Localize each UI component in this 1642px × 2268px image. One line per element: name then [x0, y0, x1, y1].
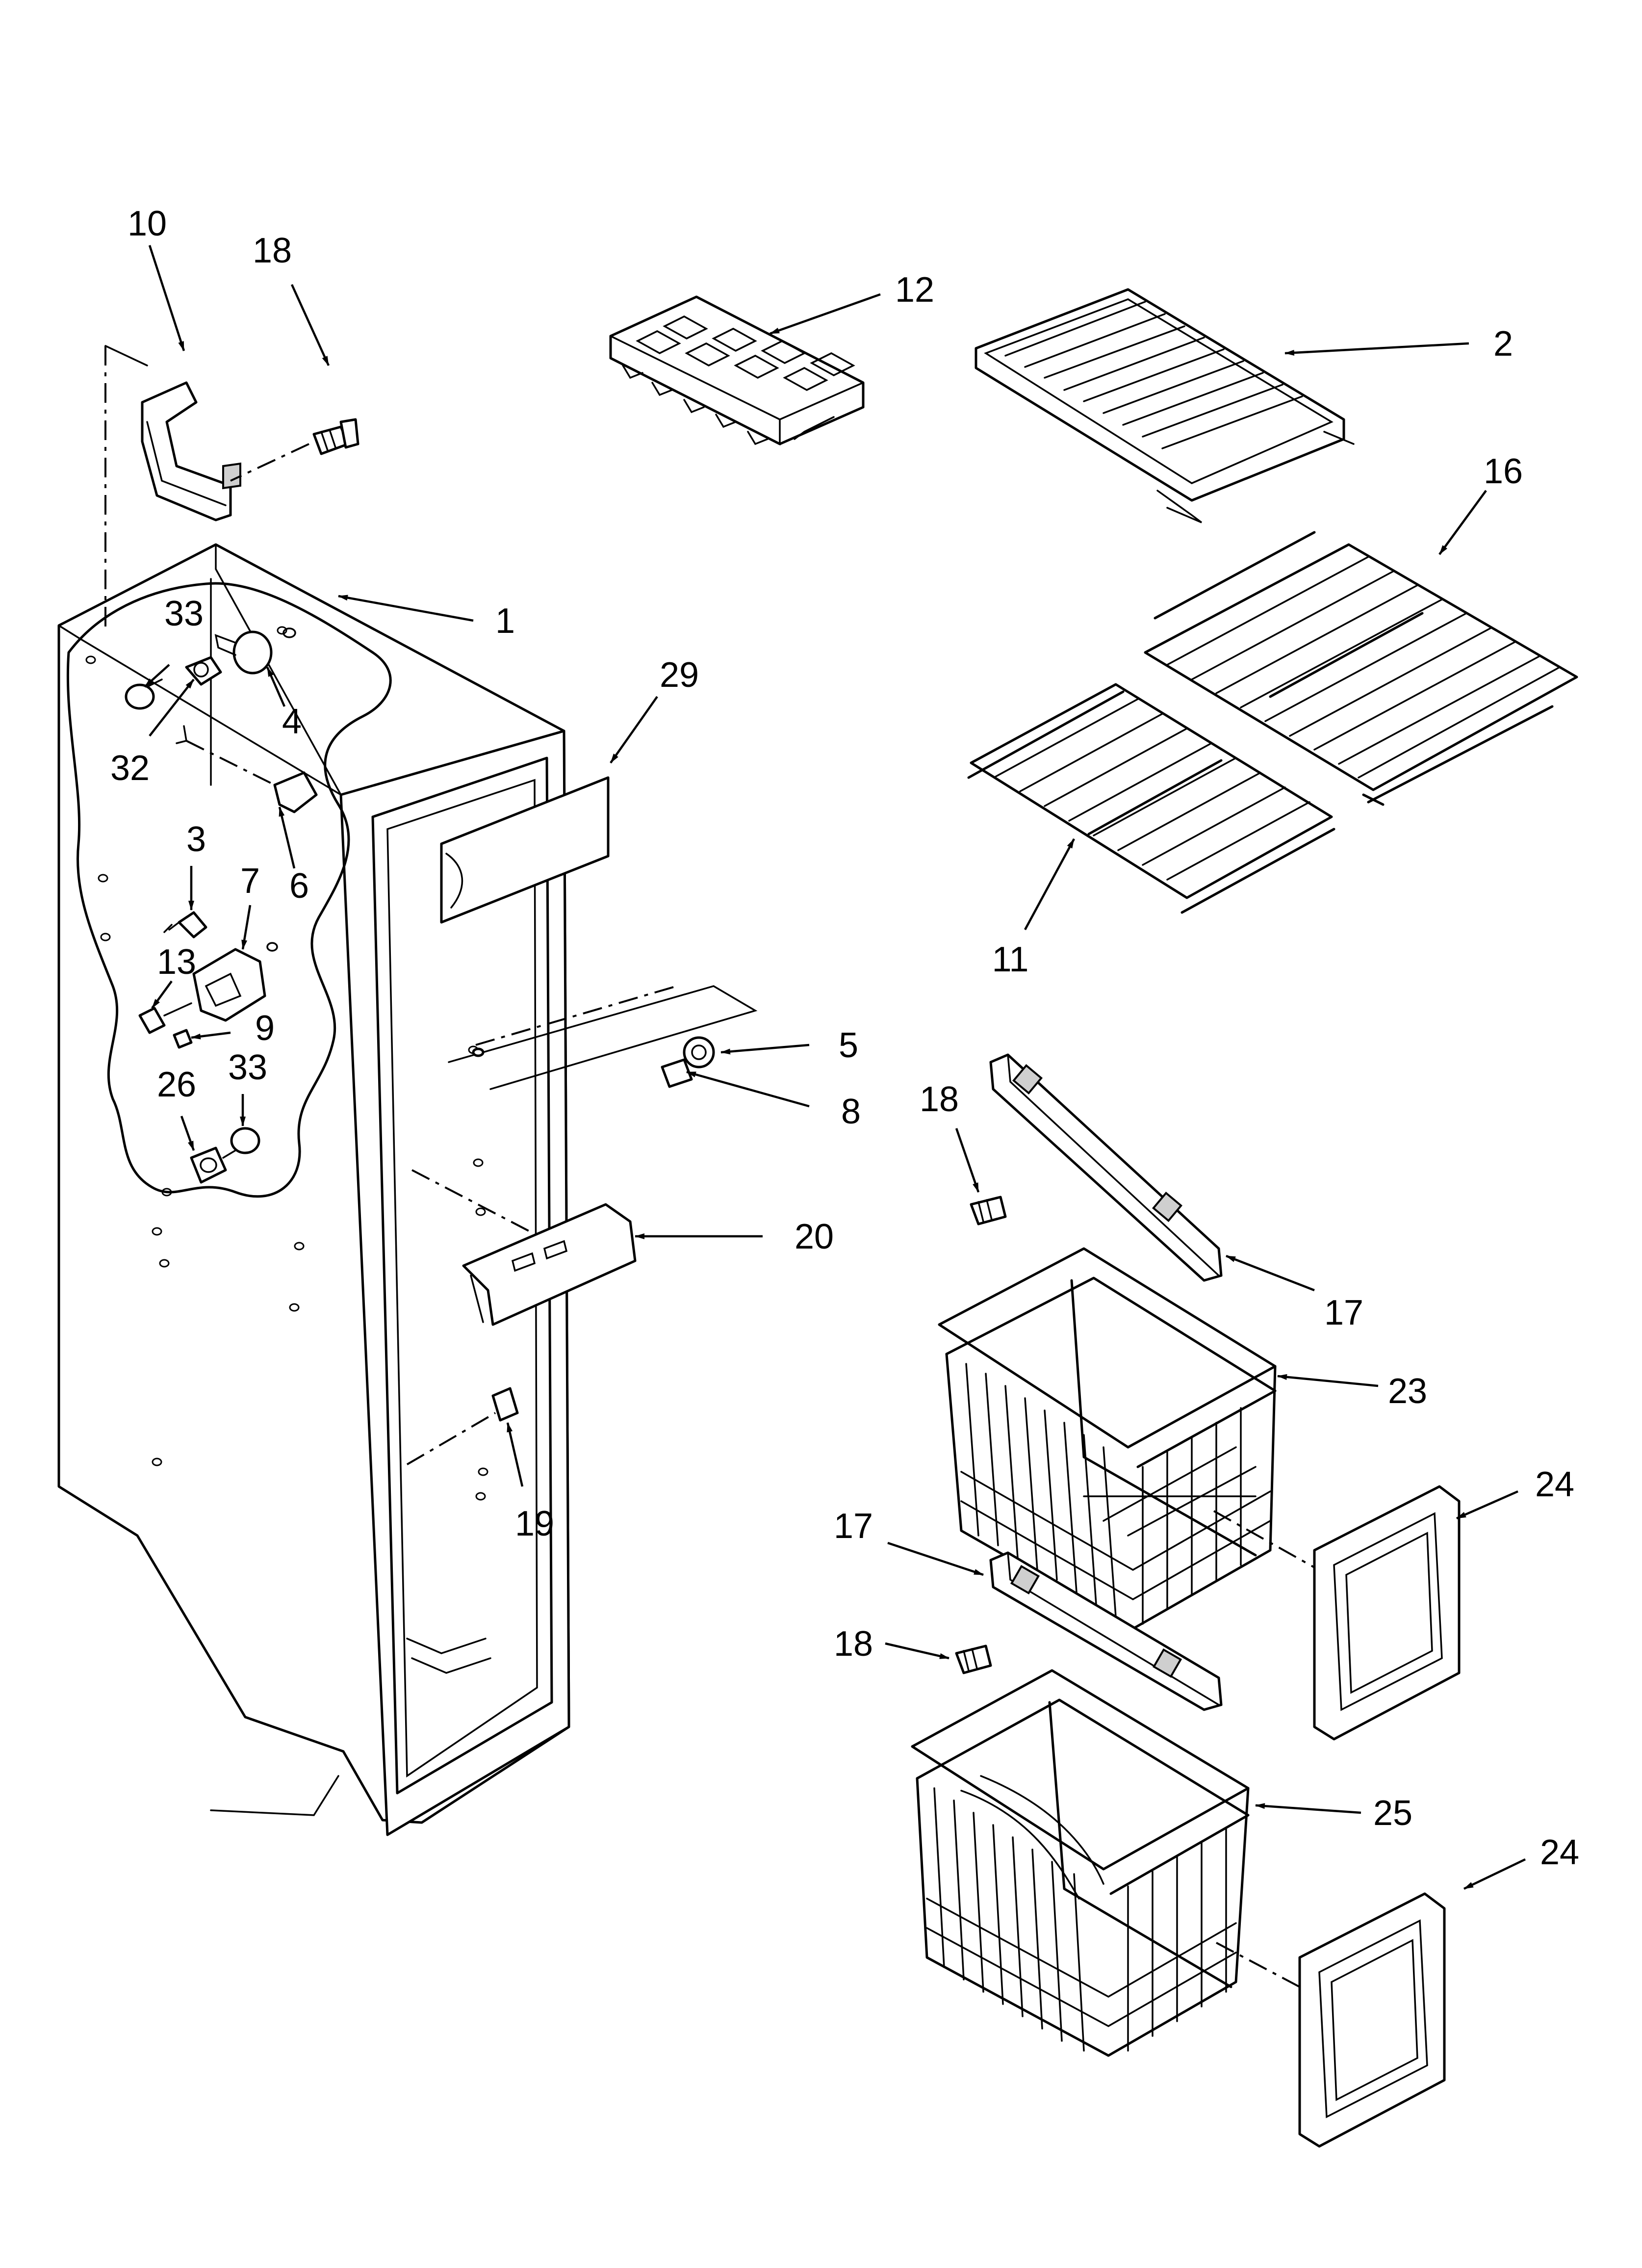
callout-c23: 23	[1388, 1372, 1427, 1411]
part-17-rail-upper	[989, 1053, 1223, 1282]
part-17-rail-lower	[989, 1551, 1223, 1711]
part-5-8-assembly	[448, 985, 758, 1090]
part-24-front-upper	[1213, 1485, 1461, 1741]
callout-c24a: 24	[1535, 1465, 1574, 1504]
callout-c4: 4	[282, 702, 302, 741]
part-18-screw	[312, 418, 359, 455]
callout-c18c: 18	[834, 1624, 873, 1664]
part-18-screw-low	[955, 1644, 992, 1674]
part-11-wire-shelf	[967, 683, 1335, 914]
part-2-shelf	[975, 288, 1355, 523]
callout-c7: 7	[240, 861, 260, 901]
callout-c18b: 18	[920, 1080, 959, 1119]
part-16-wire-shelf	[1144, 531, 1578, 806]
part-19-switch	[406, 1387, 519, 1465]
leader-arrows	[144, 245, 1526, 1890]
callout-labels: 10 18 1 33 4 32 6 37 13 9 26 33 29 5 8 20 19 12 2 16 11 18 17 2…	[110, 204, 1579, 1872]
callout-c19: 19	[515, 1504, 554, 1543]
part-20-cover	[411, 1169, 637, 1326]
callout-c1: 1	[495, 601, 515, 641]
callout-c6: 6	[289, 866, 309, 906]
cutaway-parts	[125, 627, 318, 1184]
callout-c33b: 33	[228, 1048, 267, 1087]
callout-c17b: 17	[834, 1507, 873, 1546]
callout-c3: 3	[186, 820, 206, 859]
callout-c2: 2	[1493, 324, 1513, 364]
callout-c18a: 18	[253, 231, 292, 270]
part-24-front-lower	[1216, 1892, 1446, 2148]
callout-c10a: 10	[128, 204, 167, 243]
callout-c25: 25	[1373, 1794, 1412, 1833]
callout-c17a: 17	[1324, 1293, 1363, 1332]
callout-c16: 16	[1484, 452, 1523, 491]
freezer-liner	[57, 543, 570, 1836]
callout-c24b: 24	[1540, 1833, 1579, 1872]
callout-c20: 20	[795, 1217, 834, 1256]
callout-c33a: 33	[164, 594, 204, 633]
callout-c13: 13	[157, 942, 196, 982]
part-18-screw-mid	[970, 1196, 1007, 1225]
callout-c32: 32	[110, 749, 150, 788]
callout-c11: 11	[992, 940, 1029, 979]
callout-c8: 8	[841, 1092, 861, 1131]
callout-c26: 26	[157, 1065, 196, 1104]
callout-c9: 9	[255, 1009, 275, 1048]
part-12-ice-tray	[609, 295, 865, 445]
part-23-basket	[938, 1247, 1277, 1630]
callout-c12: 12	[895, 270, 934, 310]
part-29-strip	[440, 776, 610, 924]
part-25-basket	[911, 1669, 1250, 2057]
callout-c29: 29	[660, 655, 699, 695]
callout-c5: 5	[839, 1026, 858, 1065]
part-10-bracket	[141, 381, 241, 521]
